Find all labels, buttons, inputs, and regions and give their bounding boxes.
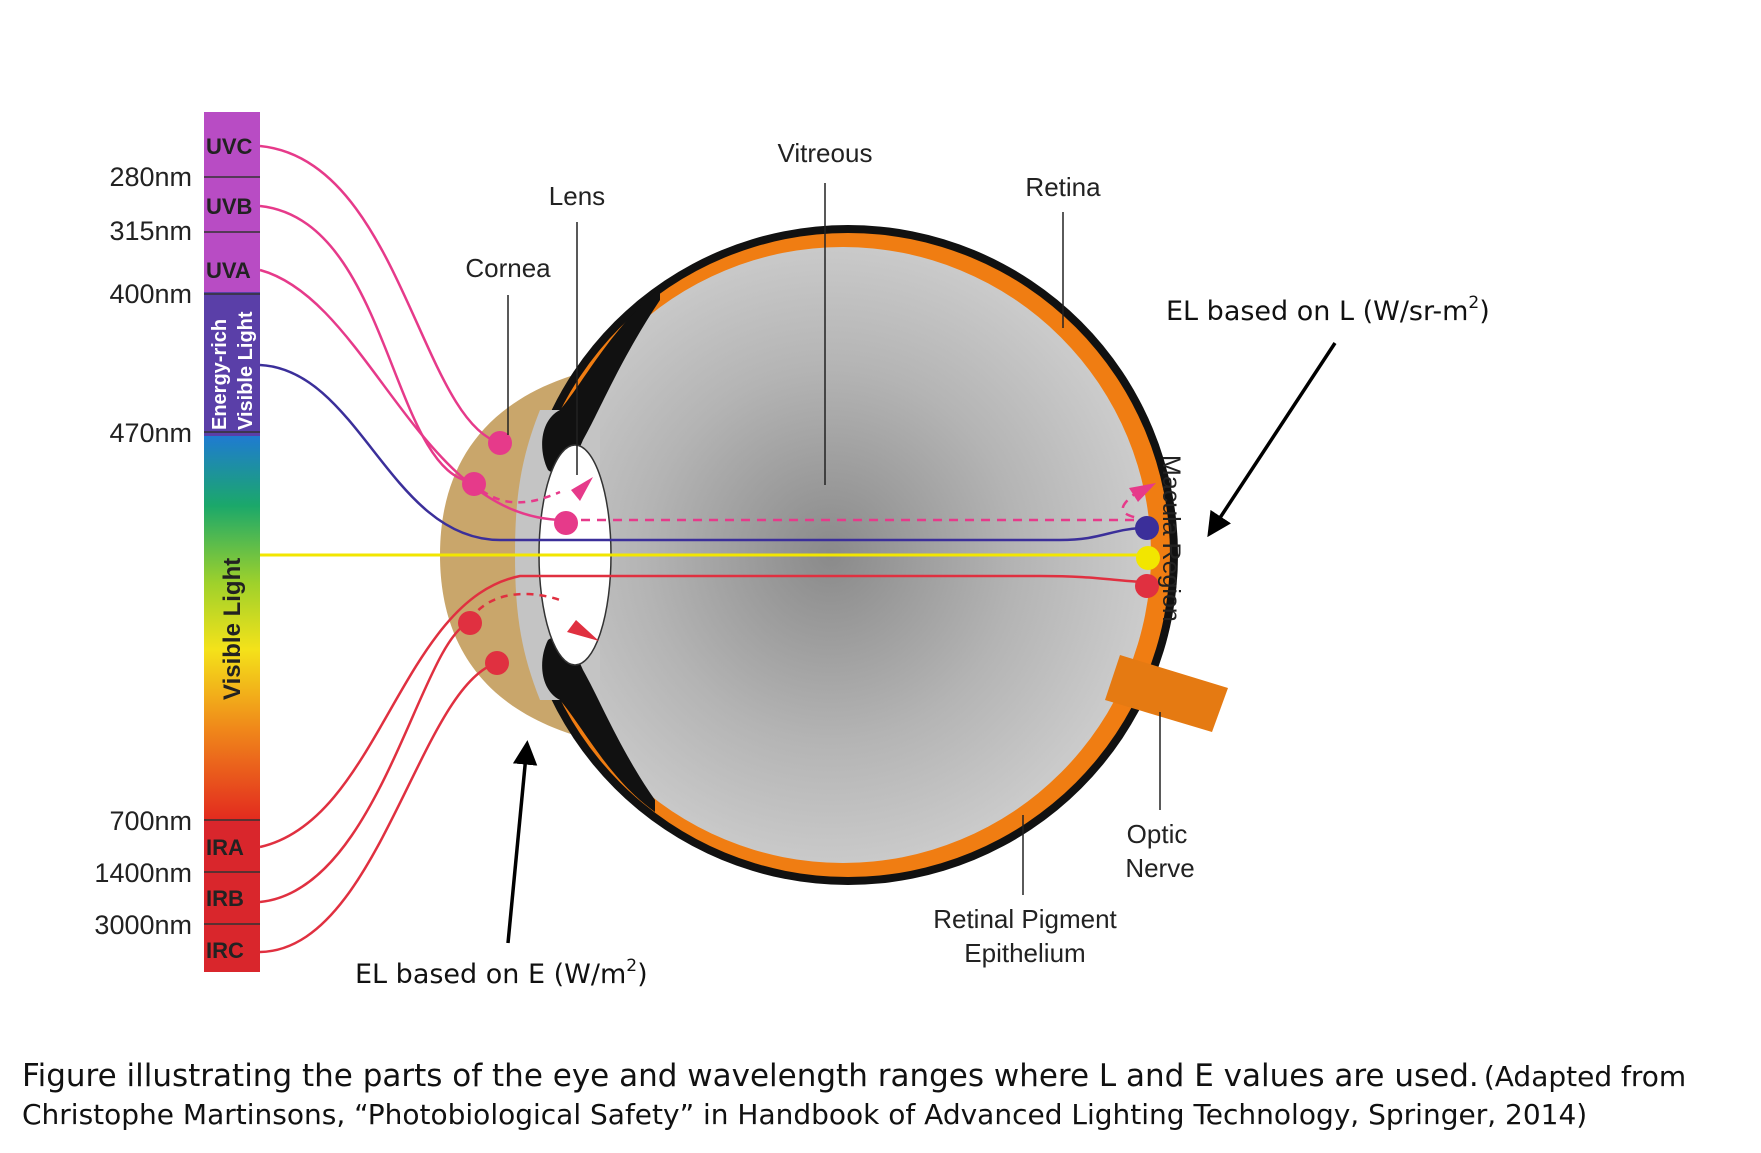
eye-diagram: UVC UVB UVA IRA IRB IRC Energy-rich Visi…	[94, 112, 1490, 990]
ray-energy-rich	[259, 363, 1141, 542]
wavelength-700: 700nm	[109, 806, 192, 836]
light-rays	[259, 144, 1151, 954]
lens-arrow-ir	[567, 620, 599, 641]
band-uva: UVA	[206, 258, 251, 283]
dot-visible	[1136, 546, 1160, 570]
wavelength-315: 315nm	[109, 216, 192, 246]
dot-ira	[1135, 574, 1159, 598]
figure-caption: Figure illustrating the parts of the eye…	[22, 1058, 1742, 1131]
lens-arrow-uv	[571, 477, 593, 501]
wavelength-3000: 3000nm	[94, 910, 192, 940]
el-based-on-l: EL based on L (W/sr-m2)	[1166, 293, 1490, 327]
dot-irc	[485, 651, 509, 675]
el-based-on-e: EL based on E (W/m2)	[355, 956, 648, 990]
band-energy-rich-visible: Visible Light	[235, 311, 257, 430]
caption-main: Figure illustrating the parts of the eye…	[22, 1058, 1479, 1094]
ray-ira	[259, 574, 1143, 849]
dot-energy-rich	[1135, 516, 1159, 540]
leader-lines	[507, 183, 1161, 895]
ray-uva	[259, 268, 566, 522]
label-cornea: Cornea	[465, 253, 551, 283]
label-nerve: Nerve	[1125, 853, 1194, 883]
ir-band	[204, 820, 260, 972]
band-uvb: UVB	[206, 194, 252, 219]
el-e-arrow	[506, 740, 538, 944]
retina-arrow-uv	[1129, 483, 1156, 502]
dot-uva	[554, 511, 578, 535]
label-retina: Retina	[1025, 172, 1101, 202]
label-rpe-line2: Epithelium	[964, 938, 1085, 968]
label-macula-region: Macula Region	[1157, 455, 1185, 622]
band-energy-rich: Energy-rich	[209, 319, 231, 430]
label-rpe-line1: Retinal Pigment	[933, 904, 1117, 934]
dot-irb	[458, 611, 482, 635]
el-l-arrow	[1207, 342, 1337, 538]
caption-credit-line2: Christophe Martinsons, “Photobiological …	[22, 1098, 1588, 1131]
energy-rich-band	[204, 292, 260, 440]
ray-uvb	[259, 204, 473, 484]
wavelength-470: 470nm	[109, 418, 192, 448]
band-irc: IRC	[206, 938, 244, 963]
band-uvc: UVC	[206, 134, 253, 159]
ray-irc	[259, 660, 501, 954]
optic-nerve	[1105, 655, 1228, 732]
spectrum-bar: UVC UVB UVA IRA IRB IRC Energy-rich Visi…	[204, 112, 260, 972]
dot-uvb	[462, 472, 486, 496]
ray-uvc	[259, 144, 501, 445]
wavelength-280: 280nm	[109, 162, 192, 192]
ray-markers	[458, 431, 1160, 675]
label-lens: Lens	[549, 181, 605, 211]
iris-upper	[542, 288, 660, 473]
wavelength-1400: 1400nm	[94, 858, 192, 888]
iris-lower	[542, 637, 655, 812]
band-ira: IRA	[206, 835, 244, 860]
label-optic: Optic	[1127, 819, 1188, 849]
ray-irb	[259, 620, 471, 904]
wavelength-400: 400nm	[109, 279, 192, 309]
label-vitreous: Vitreous	[778, 138, 873, 168]
caption-credit-start: (Adapted from	[1483, 1060, 1687, 1093]
band-visible-light: Visible Light	[219, 558, 246, 700]
visible-band	[204, 436, 260, 824]
band-irb: IRB	[206, 886, 244, 911]
dot-uvc	[488, 431, 512, 455]
